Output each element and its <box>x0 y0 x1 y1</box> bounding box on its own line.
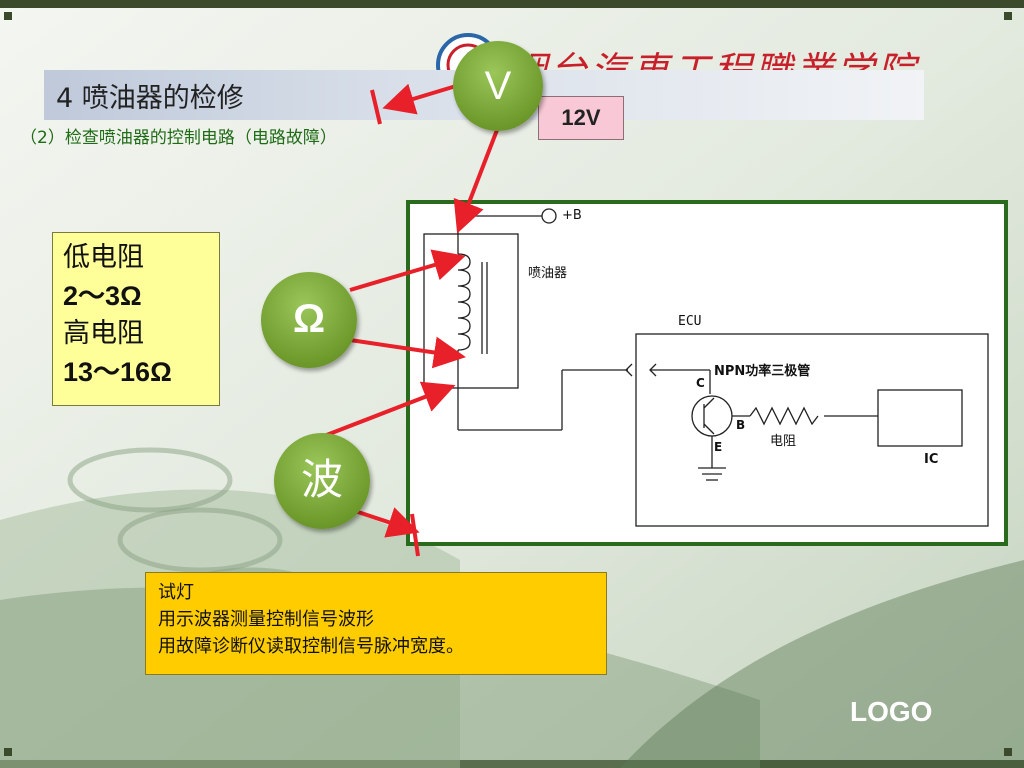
x-mark-top <box>370 89 382 125</box>
injector-label: 喷油器 <box>528 266 568 281</box>
page-title: 4 喷油器的检修 <box>56 83 244 114</box>
voltage-label: 12V <box>538 96 624 140</box>
method-test-light: 试灯 <box>158 582 194 603</box>
method-oscilloscope: 用示波器测量控制信号波形 <box>158 609 374 630</box>
circuit-drawing <box>423 208 989 527</box>
x-mark-bottom <box>410 513 420 557</box>
arrow-wave-down <box>351 507 420 538</box>
voltmeter-badge: V <box>453 41 543 131</box>
logo-placeholder: LOGO <box>850 696 933 727</box>
arrow-wave-to-circuit <box>323 381 456 438</box>
page-subtitle: （2）检查喷油器的控制电路（电路故障） <box>20 128 337 148</box>
wave-badge: 波 <box>274 433 370 529</box>
low-resistance-label: 低电阻 <box>63 242 144 273</box>
plus-b-label: +B <box>562 208 582 223</box>
resistor-label: 电阻 <box>770 434 797 449</box>
ic-label: IC <box>924 452 939 467</box>
pin-c-label: C <box>696 376 705 390</box>
arrow-ohm-top <box>349 249 466 292</box>
arrow-ohm-bottom <box>349 336 466 369</box>
ohmmeter-badge: Ω <box>261 272 357 368</box>
circuit-diagram: +B 喷油器 ECU NPN功率三极管 C B E 电阻 IC <box>406 200 1008 546</box>
low-resistance-value: 2～3Ω <box>63 281 142 311</box>
arrow-v-to-injector <box>453 129 499 234</box>
high-resistance-value: 13～16Ω <box>63 357 172 387</box>
pin-b-label: B <box>736 418 746 432</box>
pin-e-label: E <box>714 440 723 454</box>
arrow-v-to-title <box>382 83 457 115</box>
ecu-label: ECU <box>678 314 702 329</box>
transistor-label: NPN功率三极管 <box>714 364 811 379</box>
test-methods-box: 试灯 用示波器测量控制信号波形 用故障诊断仪读取控制信号脉冲宽度。 <box>145 572 607 675</box>
method-scan-tool: 用故障诊断仪读取控制信号脉冲宽度。 <box>158 636 464 657</box>
resistance-spec-box: 低电阻 2～3Ω 高电阻 13～16Ω <box>52 232 220 406</box>
high-resistance-label: 高电阻 <box>63 318 144 349</box>
